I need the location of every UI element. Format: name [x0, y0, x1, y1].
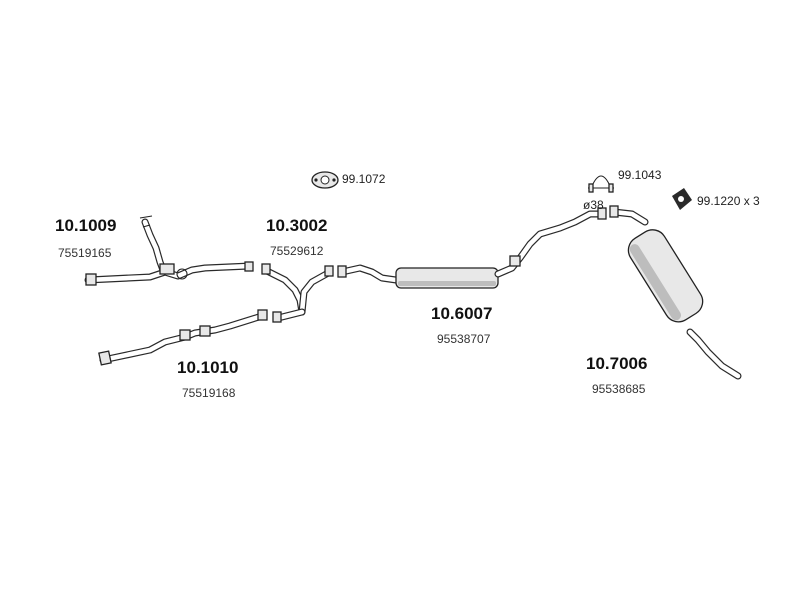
y-pipe-drawing — [261, 263, 334, 323]
accessory-number-gasket: 99.1072 — [342, 172, 386, 186]
part-number-front-pipe-right: 10.1010 — [177, 358, 239, 377]
diameter-annotation: ø38 — [583, 198, 604, 212]
accessory-number-clamp: 99.1043 — [618, 168, 662, 182]
oem-number-front-pipe-left: 75519165 — [58, 246, 112, 260]
part-number-y-pipe: 10.3002 — [266, 216, 328, 235]
part-number-rear-silencer: 10.7006 — [586, 354, 648, 373]
part-number-middle-silencer: 10.6007 — [431, 304, 493, 323]
oem-number-middle-silencer: 95538707 — [437, 332, 491, 346]
accessory-number-mount: 99.1220 x 3 — [697, 194, 760, 208]
gasket-icon — [311, 171, 339, 189]
part-number-front-pipe-left: 10.1009 — [55, 216, 117, 235]
clamp-icon — [588, 175, 614, 193]
front-pipe-right-drawing — [98, 309, 268, 366]
rubber-mount-icon — [672, 188, 692, 210]
front-pipe-left-drawing — [84, 215, 254, 286]
oem-number-y-pipe: 75529612 — [270, 244, 324, 258]
middle-silencer-drawing — [337, 207, 607, 289]
oem-number-front-pipe-right: 75519168 — [182, 386, 236, 400]
oem-number-rear-silencer: 95538685 — [592, 382, 646, 396]
rear-silencer-drawing — [609, 205, 742, 380]
